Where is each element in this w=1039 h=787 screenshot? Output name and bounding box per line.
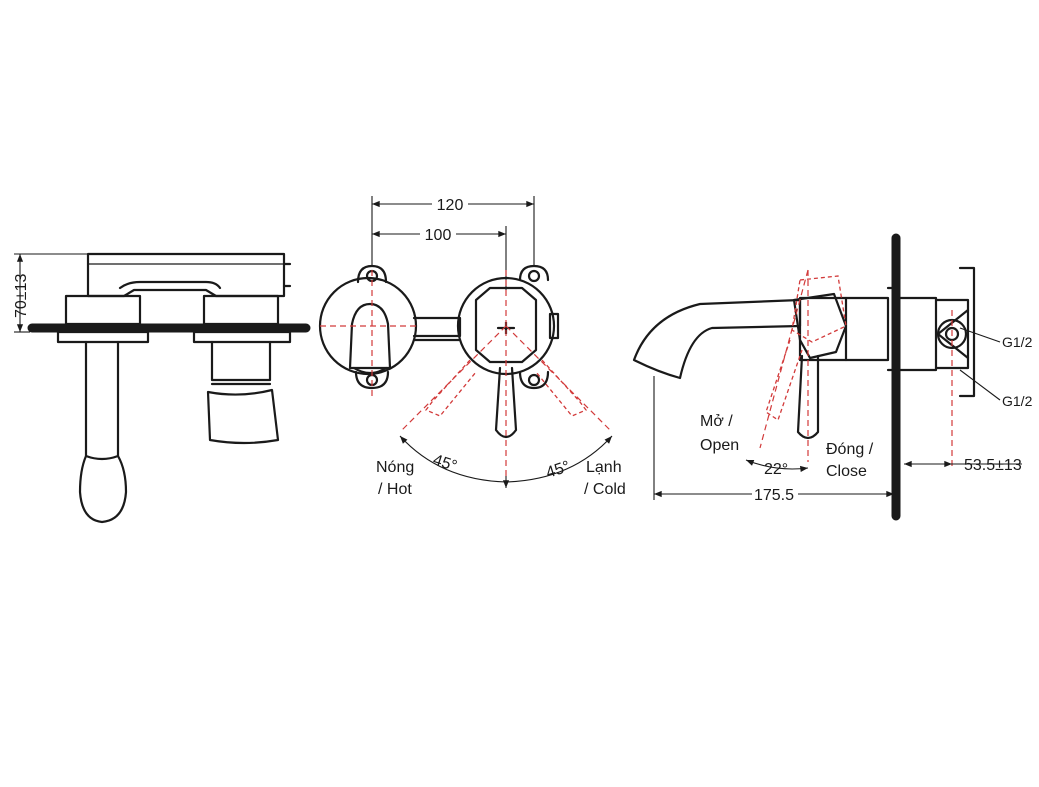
side-wall-plate bbox=[27, 323, 311, 333]
profile-lever-hub bbox=[792, 292, 848, 360]
open-label-line1: Mở / bbox=[700, 413, 733, 430]
outlet-spout-front bbox=[348, 302, 392, 370]
thread-top-label: G1/2 bbox=[1002, 334, 1033, 350]
side-body bbox=[86, 252, 286, 298]
angle-right-label: 45° bbox=[544, 458, 572, 482]
length-dim-label: 175.5 bbox=[754, 487, 794, 504]
close-label-line2: Close bbox=[826, 463, 867, 480]
height-dim-label: 70±13 bbox=[13, 274, 30, 318]
side-left-flange bbox=[64, 294, 142, 326]
side-right-flange bbox=[202, 294, 280, 326]
profile-view: G1/2 G1/2 175.5 53.5±13 22° Mở / Open Đó… bbox=[632, 233, 1033, 521]
open-label-line2: Open bbox=[700, 437, 739, 454]
open-angle-label: 22° bbox=[764, 461, 788, 478]
hot-label-line1: Nóng bbox=[376, 459, 414, 476]
depth-dim-label: 53.5±13 bbox=[964, 457, 1022, 474]
cold-label-line2: / Cold bbox=[584, 481, 626, 498]
dim-100-label: 100 bbox=[425, 227, 452, 244]
profile-spout bbox=[632, 298, 802, 380]
angle-left-label: 45° bbox=[431, 452, 459, 476]
profile-wall-plate bbox=[891, 233, 901, 521]
connecting-bar bbox=[412, 316, 462, 338]
close-label-line1: Đóng / bbox=[826, 441, 874, 458]
profile-lever bbox=[796, 354, 820, 440]
hot-handle-ghost bbox=[424, 359, 477, 417]
dim-120-label: 120 bbox=[437, 197, 464, 214]
mount-lug-top-left bbox=[356, 264, 388, 284]
side-view: 70±13 bbox=[13, 252, 311, 524]
open-angle-arc bbox=[745, 459, 809, 473]
thread-bottom-label: G1/2 bbox=[1002, 393, 1033, 409]
open-lever-ghost bbox=[791, 275, 847, 343]
wall-fitting bbox=[898, 296, 938, 372]
front-view: 120 100 bbox=[318, 194, 626, 498]
side-handle-tip bbox=[78, 454, 128, 524]
side-handle-stem bbox=[84, 340, 120, 458]
hot-label-line2: / Hot bbox=[378, 481, 412, 498]
mount-lug-top-right bbox=[518, 264, 550, 282]
mount-lug-bottom-right bbox=[518, 370, 550, 390]
cold-label-line1: Lạnh bbox=[586, 459, 622, 476]
side-spout bbox=[210, 340, 272, 382]
cold-handle-ghost bbox=[535, 359, 588, 417]
mount-lug-bottom-left bbox=[354, 370, 390, 390]
